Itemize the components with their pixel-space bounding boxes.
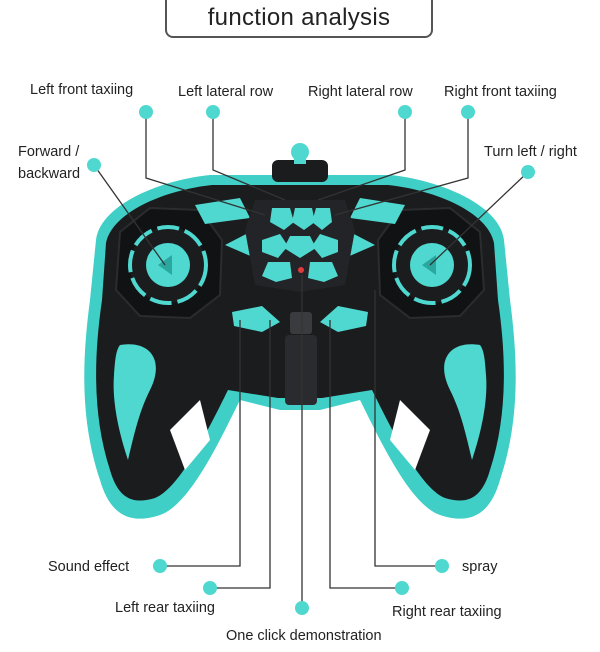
page-title: function analysis <box>207 4 391 31</box>
left-rear-pad <box>232 306 280 332</box>
line-left-front <box>145 112 266 216</box>
label-sound-effect: Sound effect <box>48 559 130 575</box>
line-sound <box>160 320 241 567</box>
dot-forward <box>87 158 101 172</box>
btn-mid-left <box>262 234 288 258</box>
label-left-lateral-row: Left lateral row <box>178 84 274 100</box>
right-stick-arrow <box>422 255 436 275</box>
line-right-rear <box>329 320 402 589</box>
right-upper-wing <box>350 198 405 224</box>
dot-sound <box>153 559 167 573</box>
dot-left-lateral <box>206 105 220 119</box>
left-upper-wing <box>195 198 250 224</box>
title-box: function analysis <box>165 0 433 38</box>
label-right-rear-taxiing: Right rear taxiing <box>392 604 502 620</box>
right-grip-hole <box>390 400 430 470</box>
dot-right-lateral <box>398 105 412 119</box>
antenna-base <box>272 160 328 182</box>
label-spray: spray <box>462 559 498 575</box>
btn-top-left <box>270 208 294 230</box>
label-forward-line1: Forward / <box>18 144 80 160</box>
dot-spray <box>435 559 449 573</box>
label-turn-left-right: Turn left / right <box>484 144 577 160</box>
center-stem <box>285 335 317 405</box>
line-turn <box>429 171 529 266</box>
btn-mid-right <box>312 234 338 258</box>
line-left-rear <box>210 320 271 589</box>
btn-mid-center <box>284 236 316 258</box>
left-grip-hole <box>170 400 210 470</box>
dot-left-rear <box>203 581 217 595</box>
btn-top-mid <box>292 208 315 230</box>
line-left-lateral <box>212 112 286 201</box>
btn-top-right <box>312 208 332 230</box>
power-switch <box>290 312 312 334</box>
antenna-stem <box>294 152 306 164</box>
label-left-rear-taxiing: Left rear taxiing <box>115 600 215 616</box>
btn-low-right <box>308 262 338 282</box>
dot-left-front <box>139 105 153 119</box>
power-led <box>298 267 304 273</box>
left-grip-accent <box>113 344 156 460</box>
line-forward <box>93 164 166 266</box>
line-right-front <box>334 112 469 216</box>
line-spray <box>374 290 442 567</box>
btn-low-left <box>262 262 292 282</box>
dot-one-click <box>295 601 309 615</box>
label-one-click-demo: One click demonstration <box>226 628 382 644</box>
dot-right-front <box>461 105 475 119</box>
label-left-front-taxiing: Left front taxiing <box>30 82 134 98</box>
right-rear-pad <box>320 306 368 332</box>
label-right-front-taxiing: Right front taxiing <box>444 84 557 100</box>
right-grip-accent <box>444 344 487 460</box>
label-forward-line2: backward <box>18 166 81 182</box>
dot-right-rear <box>395 581 409 595</box>
label-right-lateral-row: Right lateral row <box>308 84 413 100</box>
dot-turn <box>521 165 535 179</box>
line-right-lateral <box>317 112 406 201</box>
